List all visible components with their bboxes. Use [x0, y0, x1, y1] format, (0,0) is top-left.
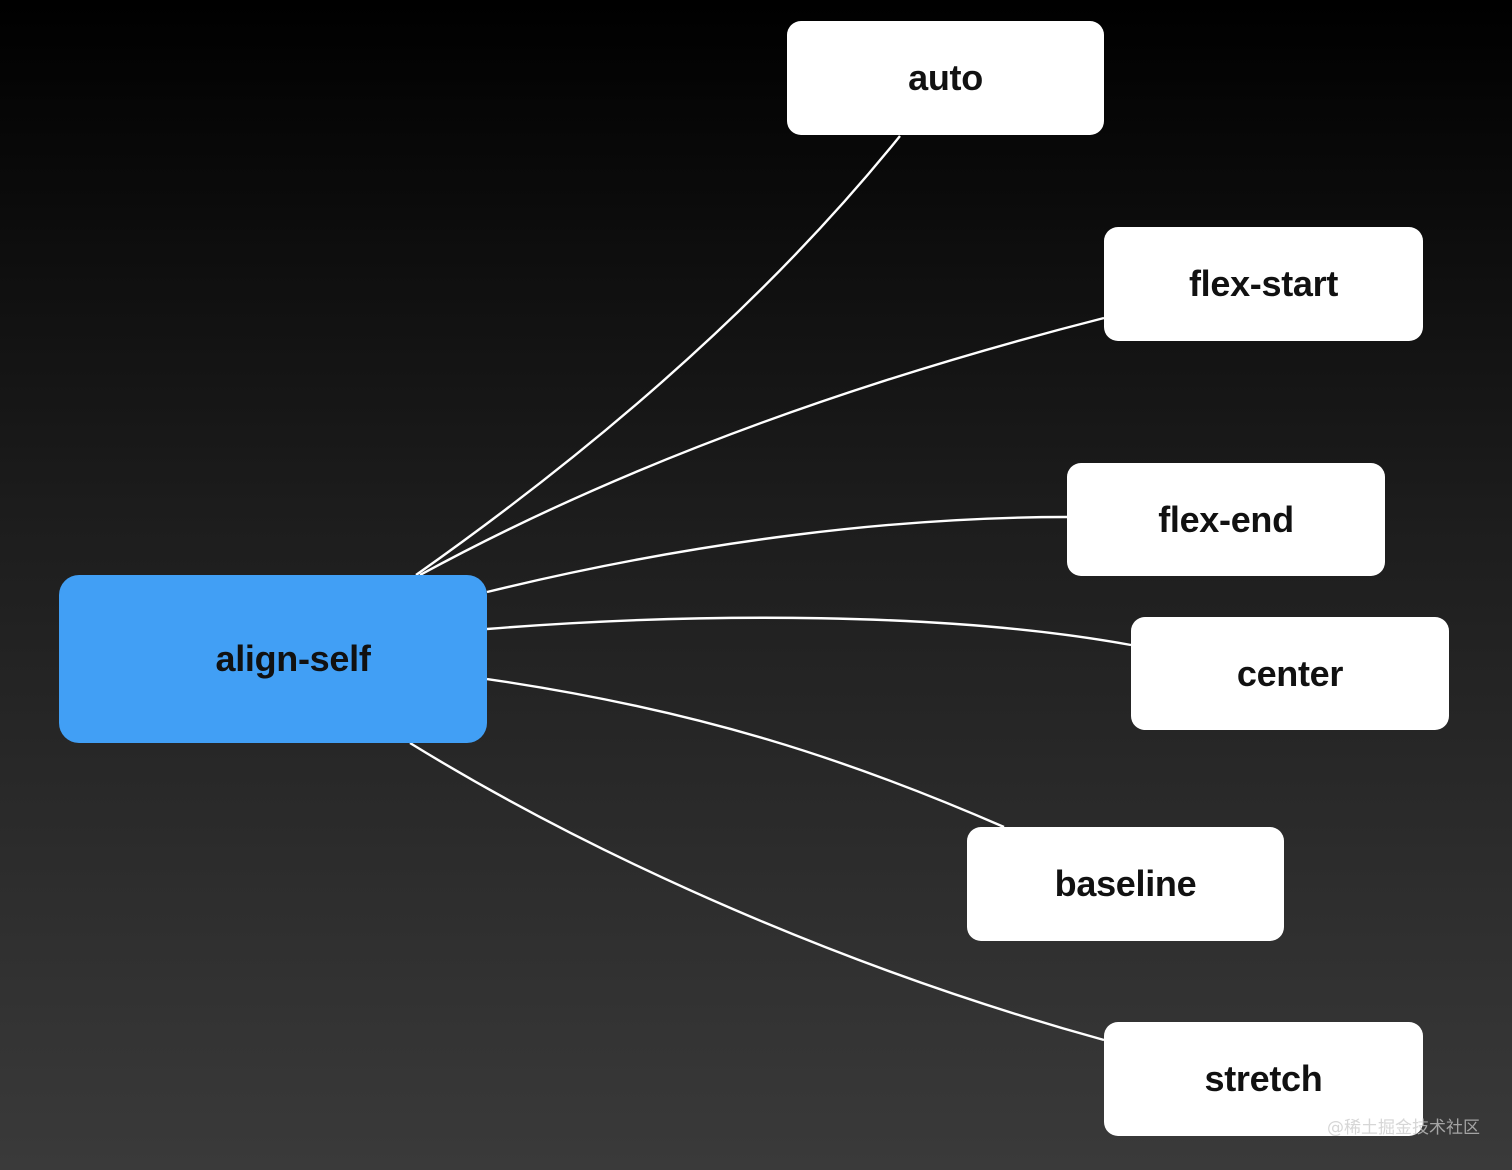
connector-center	[486, 616, 1132, 647]
connector-flex-start	[419, 316, 1105, 577]
connector-flex-end	[486, 515, 1068, 594]
child-node-label: flex-start	[1188, 263, 1339, 304]
child-node-baseline: baseline	[967, 827, 1284, 941]
connector-stretch	[409, 741, 1105, 1042]
connector-auto	[415, 135, 901, 576]
child-node-label: flex-end	[1158, 498, 1294, 540]
child-node-label: baseline	[1054, 863, 1197, 904]
child-node-label: center	[1236, 652, 1344, 694]
root-node-label: align-self	[215, 638, 371, 679]
child-node-flex-end: flex-end	[1067, 463, 1385, 576]
watermark-text: @稀土掘金技术社区	[1327, 1118, 1480, 1138]
child-node-center: center	[1131, 617, 1449, 730]
child-node-stretch: stretch	[1104, 1022, 1423, 1136]
child-node-auto: auto	[787, 21, 1104, 135]
connector-baseline	[486, 677, 1005, 829]
root-node-align-self: align-self	[59, 575, 487, 743]
child-node-label: auto	[908, 57, 983, 98]
child-node-label: stretch	[1204, 1058, 1323, 1099]
child-node-flex-start: flex-start	[1104, 227, 1423, 341]
